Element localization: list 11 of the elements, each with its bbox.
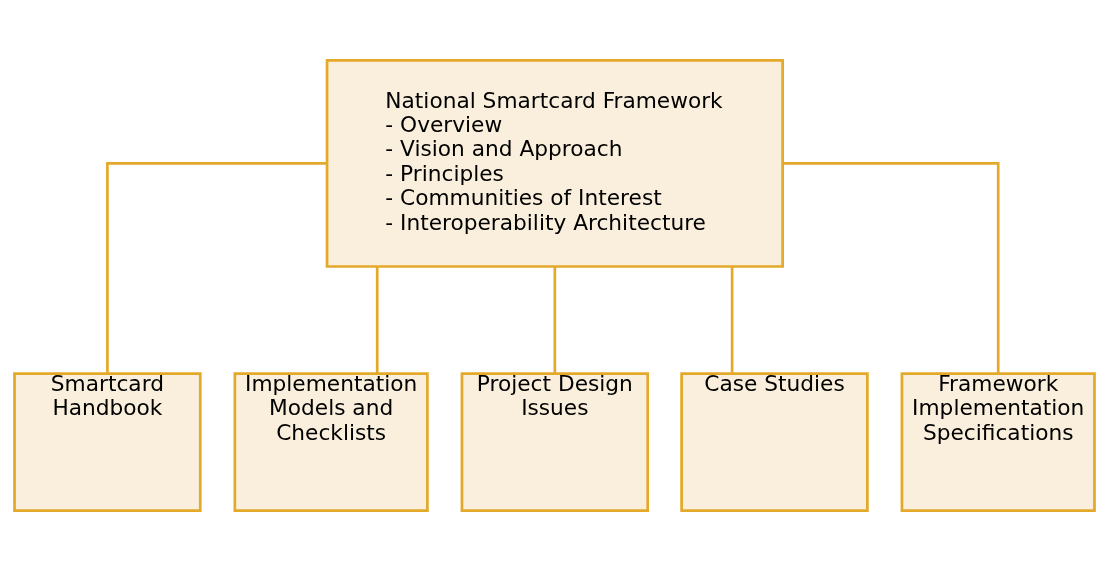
node-box: Case Studies	[680, 372, 869, 512]
node-box: Smartcard Handbook	[13, 372, 202, 512]
connector	[106, 162, 327, 374]
node-box: Implementation Models and Checklists	[233, 372, 429, 512]
node-box: Framework Implementation Specifications	[900, 372, 1096, 512]
connector	[375, 266, 379, 374]
connector	[553, 266, 557, 374]
connector	[730, 266, 734, 374]
node-box: National Smartcard Framework - Overview - Vision and Approach - Principles - Communities of Interest - Interoperability Architecture	[325, 59, 784, 268]
node-box: Project Design Issues	[460, 372, 650, 512]
connector	[783, 162, 1000, 374]
